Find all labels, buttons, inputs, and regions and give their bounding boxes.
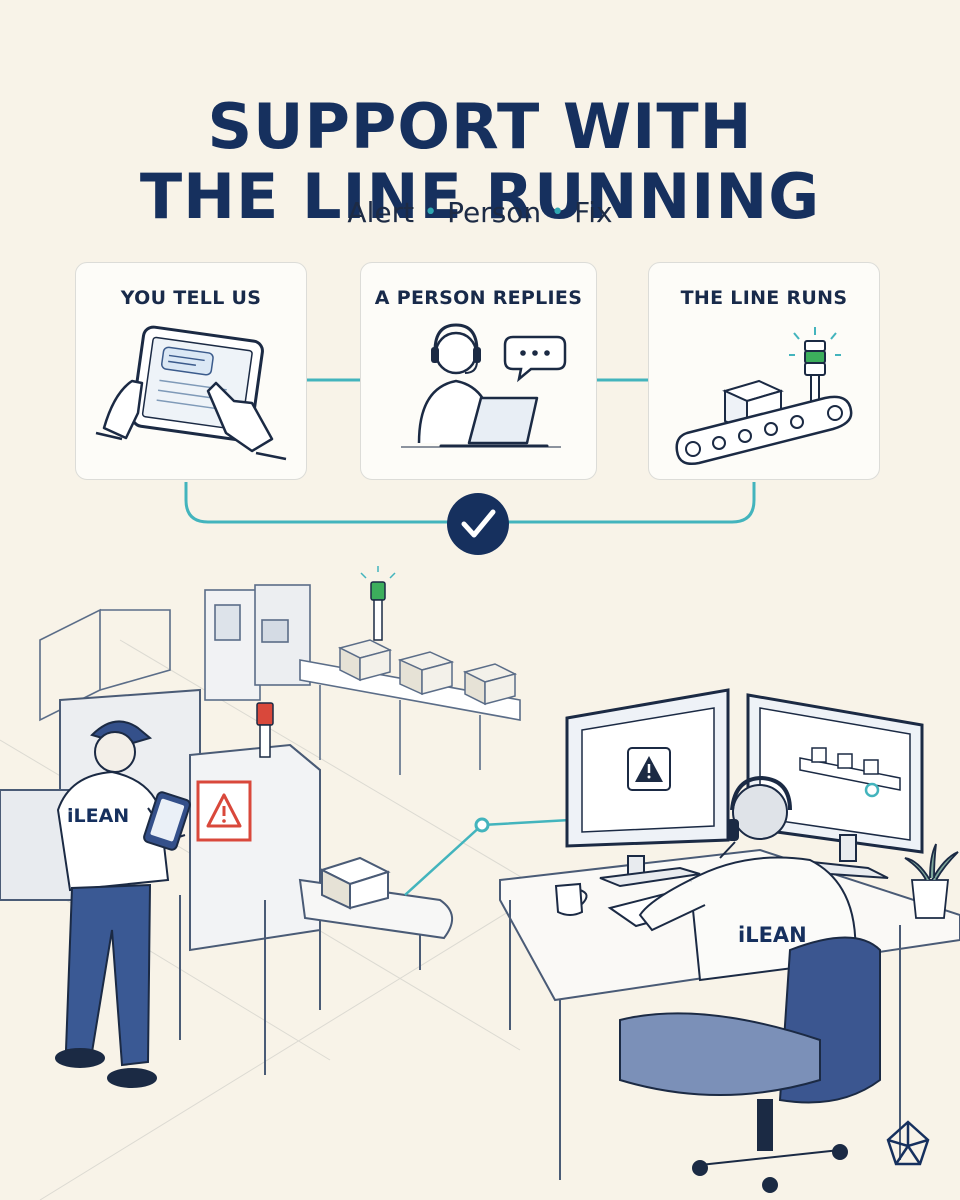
support-agent-icon (401, 323, 567, 448)
foreground-conveyor (298, 856, 453, 1010)
alert-icon (627, 747, 671, 791)
background-boxes (337, 639, 518, 706)
office-chair (619, 936, 881, 1193)
green-stack-light-icon (360, 566, 396, 641)
agent-shirt-logo: iLEAN (738, 923, 807, 947)
red-stack-light-icon (256, 702, 274, 758)
line-monitoring-icon (799, 747, 901, 791)
connector-node (474, 817, 490, 833)
tablet-icon (95, 325, 287, 461)
subtitle-person: Person (447, 196, 542, 229)
step-card-tell-us: YOU TELL US (75, 262, 307, 480)
brand-logo-icon (886, 1120, 930, 1166)
handheld-tablet-icon (143, 791, 191, 851)
step-card-line-runs: THE LINE RUNS (648, 262, 880, 480)
foreground-machine (0, 688, 321, 1075)
conveyor-icon (675, 327, 853, 465)
step-card-person-replies: A PERSON REPLIES (360, 262, 597, 480)
page-title: SUPPORT WITH THE LINE RUNNING (0, 89, 960, 233)
title-line-1: SUPPORT WITH (207, 89, 753, 163)
chat-bubble-icon (503, 335, 567, 383)
operator-figure (55, 720, 186, 1088)
title-line-2: THE LINE RUNNING (139, 159, 821, 233)
separator-dot: • (424, 200, 438, 225)
warning-sign-icon (196, 780, 252, 842)
signal-tower-icon (789, 327, 841, 404)
subtitle: Alert • Person • Fix (0, 196, 960, 229)
step-label: A PERSON REPLIES (374, 287, 583, 309)
operator-shirt-logo: iLEAN (67, 805, 129, 827)
status-node (864, 782, 880, 798)
step-label: THE LINE RUNS (680, 287, 848, 309)
subtitle-fix: Fix (574, 196, 613, 229)
plant-icon (904, 843, 959, 919)
coffee-mug-icon (554, 882, 588, 916)
flow-connectors (184, 378, 756, 555)
step-label: YOU TELL US (120, 287, 262, 309)
subtitle-alert: Alert (347, 196, 415, 229)
separator-dot: • (551, 200, 565, 225)
check-icon (447, 493, 509, 555)
